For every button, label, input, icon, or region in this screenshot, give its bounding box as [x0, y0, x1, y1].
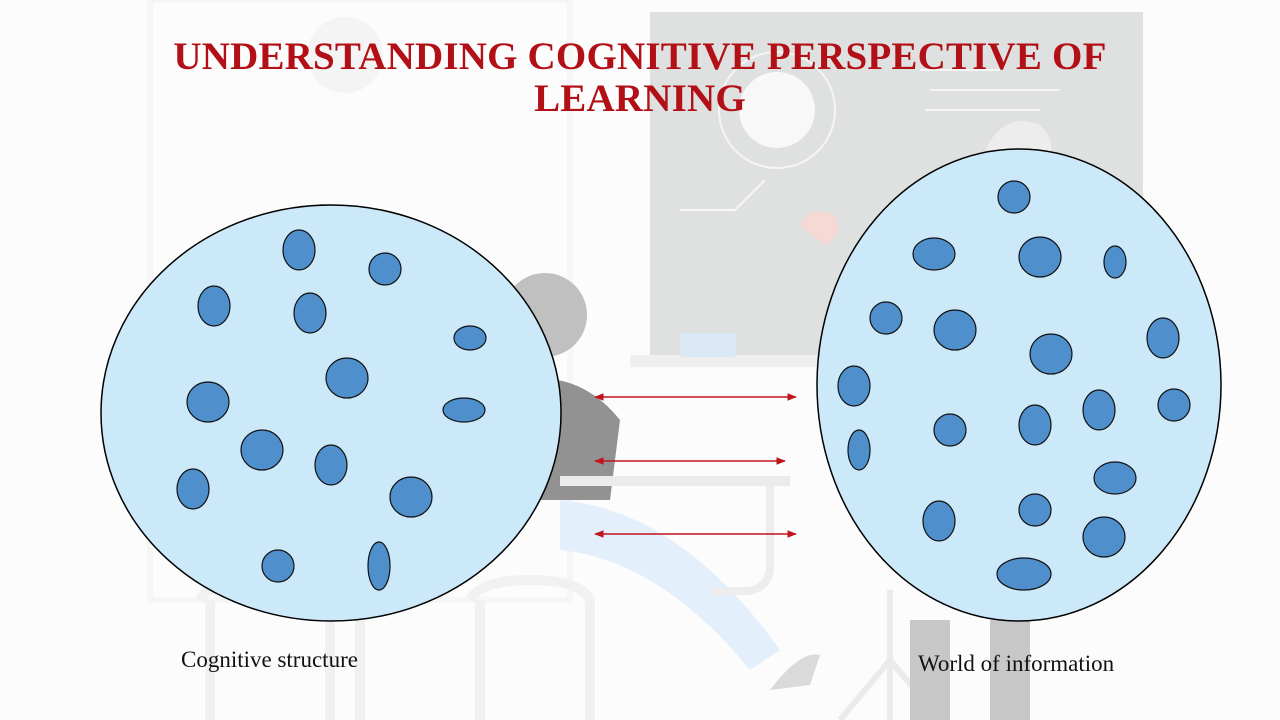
desk-leg — [710, 486, 774, 595]
world-of-information-circle — [816, 148, 1222, 622]
knowledge-blob — [442, 397, 486, 423]
information-blob — [847, 429, 871, 471]
student-legs — [560, 500, 780, 670]
information-blob — [1146, 317, 1180, 359]
chair-middle — [465, 574, 595, 720]
chalk-line-doodle — [680, 179, 766, 211]
person-right-legs — [910, 620, 1030, 720]
chalk-box — [680, 333, 736, 357]
knowledge-blob — [197, 285, 231, 327]
information-blob — [1082, 516, 1126, 558]
slide-title: UNDERSTANDING COGNITIVE PERSPECTIVE OF L… — [0, 36, 1280, 120]
knowledge-blob — [368, 252, 402, 286]
information-blob — [1029, 333, 1073, 375]
slide-title-line-2: LEARNING — [534, 77, 746, 120]
information-blob — [996, 557, 1052, 591]
information-blob — [933, 309, 977, 351]
knowledge-blob — [314, 444, 348, 486]
knowledge-blob — [176, 468, 210, 510]
world-of-information-diagram — [816, 148, 1222, 622]
information-blob — [1018, 236, 1062, 278]
chalk-text-doodle — [920, 69, 1060, 111]
knowledge-blob — [261, 549, 295, 583]
information-blob — [912, 237, 956, 271]
knowledge-blob — [186, 381, 230, 423]
information-blob — [1157, 388, 1191, 422]
slide-title-line-1: UNDERSTANDING COGNITIVE PERSPECTIVE OF — [173, 35, 1107, 78]
information-blob — [997, 180, 1031, 214]
knowledge-blob — [325, 357, 369, 399]
information-blob — [837, 365, 871, 407]
information-blob — [1093, 461, 1137, 495]
knowledge-blob — [453, 325, 487, 351]
sun-ring-doodle — [718, 51, 836, 169]
knowledge-blob — [389, 476, 433, 518]
cognitive-structure-circle — [100, 204, 562, 622]
knowledge-blob — [240, 429, 284, 471]
cognitive-structure-label: Cognitive structure — [181, 647, 358, 672]
information-blob — [1103, 245, 1127, 279]
teacher-hand — [800, 211, 839, 245]
cognitive-structure-diagram — [100, 204, 562, 622]
information-blob — [869, 301, 903, 335]
world-of-information-label: World of information — [918, 651, 1115, 676]
information-blob — [922, 500, 956, 542]
knowledge-blob — [282, 229, 316, 271]
knowledge-blob — [293, 292, 327, 334]
sun-doodle — [739, 72, 815, 148]
information-blob — [933, 413, 967, 447]
interaction-arrows — [594, 393, 797, 538]
knowledge-blob — [367, 541, 391, 591]
shoe — [770, 654, 820, 690]
information-blob — [1082, 389, 1116, 431]
information-blob — [1018, 493, 1052, 527]
tripod — [837, 590, 943, 720]
gear-shape — [307, 17, 383, 93]
desk-top — [560, 476, 790, 486]
information-blob — [1018, 404, 1052, 446]
